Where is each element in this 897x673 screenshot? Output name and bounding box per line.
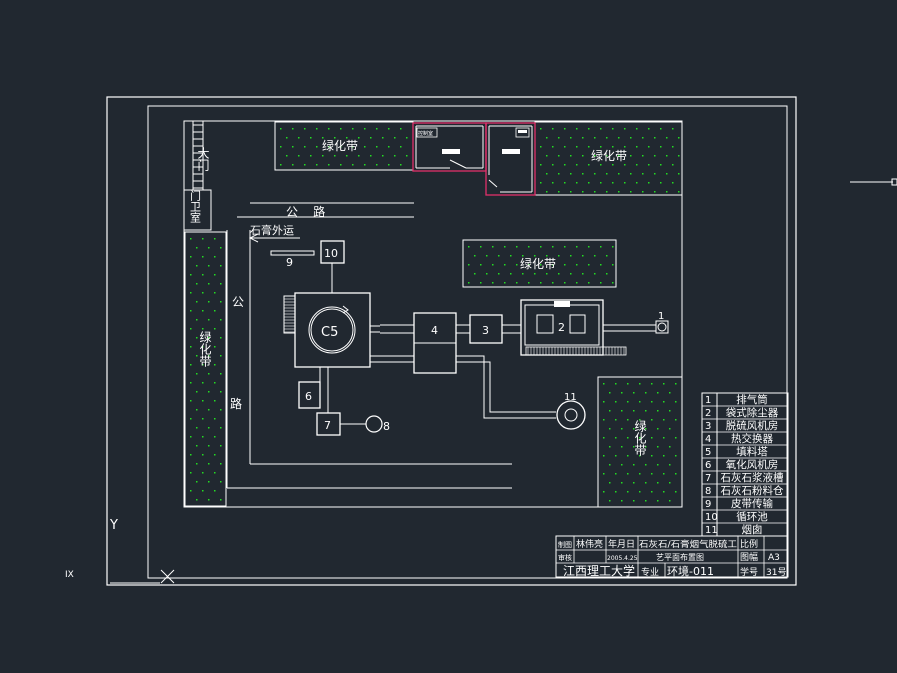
tb-school: 江西理工大学 — [563, 563, 635, 578]
unit-11-chimney — [556, 400, 586, 430]
unit-1-exhaust-stack — [655, 320, 669, 334]
tb-id: 31号 — [766, 567, 786, 578]
greenbelt-middle — [462, 239, 617, 288]
legend-number: 4 — [705, 434, 711, 445]
unit-7-label: 7 — [324, 419, 331, 432]
greenbelt-left — [184, 231, 227, 507]
unit-6-oxidation-fan-room — [298, 381, 321, 409]
tb-review-label: 审核 — [558, 553, 572, 562]
tb-drawer: 林伟亮 — [576, 538, 603, 550]
tb-date: 2005.4.25 — [607, 555, 638, 562]
unit-2-label: 2 — [558, 321, 565, 334]
title-block — [555, 535, 789, 578]
tb-sheet: A3 — [768, 553, 780, 563]
legend-number: 2 — [705, 408, 711, 419]
legend-name: 排气筒 — [736, 393, 768, 406]
control-room-label: 控制室 — [418, 130, 433, 137]
unit-4-heat-exchanger — [413, 312, 457, 374]
legend-number: 8 — [705, 486, 711, 497]
unit-1-label: 1 — [658, 311, 664, 322]
ucs-axis-icon: Y — [109, 518, 175, 584]
edge-marker — [850, 178, 897, 186]
greenbelt-right-label: 绿化带 — [633, 419, 647, 456]
road-left-label-1: 公 — [232, 295, 244, 309]
gypsum-out-arrow — [248, 233, 300, 243]
greenbelt-left-label: 绿化带 — [198, 330, 212, 367]
legend-name: 皮带传输 — [731, 497, 773, 510]
tb-title-line2: 艺平面布置图 — [656, 552, 704, 562]
guard-room-label: 门卫室 — [189, 189, 202, 223]
axis-y-label: Y — [109, 518, 118, 533]
greenbelt-top-right-label: 绿化带 — [591, 148, 627, 163]
legend-name: 脱硫风机房 — [726, 419, 779, 432]
unit-9-belt-conveyor — [270, 250, 315, 256]
legend-name: 袋式除尘器 — [726, 406, 779, 419]
gate-ladder — [192, 121, 204, 190]
tb-title-line1: 石灰石/石膏烟气脱硫工 — [639, 539, 738, 550]
unit-6-label: 6 — [305, 390, 312, 403]
unit-2-bag-filter — [520, 299, 627, 356]
greenbelt-middle-label: 绿化带 — [520, 256, 556, 271]
legend-name: 氧化风机房 — [726, 458, 779, 471]
inner-frame — [147, 105, 788, 579]
legend-name: 石灰石粉料仓 — [721, 484, 784, 497]
road-top-label: 公 路 — [286, 204, 325, 219]
side-mark: IX — [65, 570, 74, 580]
legend-number: 7 — [705, 473, 711, 484]
roads — [226, 202, 512, 489]
legend-number: 1 — [705, 395, 711, 406]
tb-major-label: 专业 — [641, 566, 659, 578]
legend-name: 烟囱 — [742, 523, 763, 536]
legend-number: 5 — [705, 447, 711, 458]
legend-number: 3 — [705, 421, 711, 432]
tb-id-label: 学号 — [740, 566, 758, 578]
legend-name: 热交换器 — [731, 432, 773, 445]
legend-number: 11 — [705, 525, 718, 536]
greenbelt-top-left-label: 绿化带 — [322, 138, 358, 153]
gypsum-out-label: 石膏外运 — [250, 223, 294, 237]
tb-date-label: 年月日 — [608, 538, 635, 550]
unit-4-label: 4 — [431, 324, 438, 337]
unit-11-label: 11 — [564, 392, 577, 403]
tb-scale-label: 比例 — [740, 538, 758, 550]
unit-3-label: 3 — [482, 324, 489, 337]
legend-number: 6 — [705, 460, 711, 471]
legend-number: 9 — [705, 499, 711, 510]
unit-10-label: 10 — [324, 247, 338, 260]
gate-label: 大门 — [196, 147, 210, 171]
legend-name: 填料塔 — [736, 445, 768, 458]
greenbelt-bottom-right — [597, 376, 683, 508]
legend-name: 石灰石浆液槽 — [721, 471, 784, 484]
control-buildings — [412, 122, 536, 196]
unit-5-packed-tower — [283, 292, 380, 368]
tb-major: 环境-011 — [667, 564, 714, 578]
unit-3-fan-room — [469, 314, 503, 344]
outer-frame — [106, 96, 797, 586]
guard-room — [183, 189, 212, 231]
tb-sheet-label: 图幅 — [740, 551, 758, 563]
legend-name: 循环池 — [736, 510, 768, 523]
unit-8-label: 8 — [383, 420, 390, 433]
unit-5-label: C5 — [321, 325, 338, 340]
legend-number: 10 — [705, 512, 718, 523]
tb-draw-label: 制图 — [558, 540, 572, 549]
road-left-label-2: 路 — [230, 396, 242, 411]
unit-8-limestone-silo — [365, 415, 383, 433]
unit-9-label: 9 — [286, 256, 293, 269]
flue-ducts — [370, 324, 656, 419]
site-boundary — [183, 120, 683, 508]
